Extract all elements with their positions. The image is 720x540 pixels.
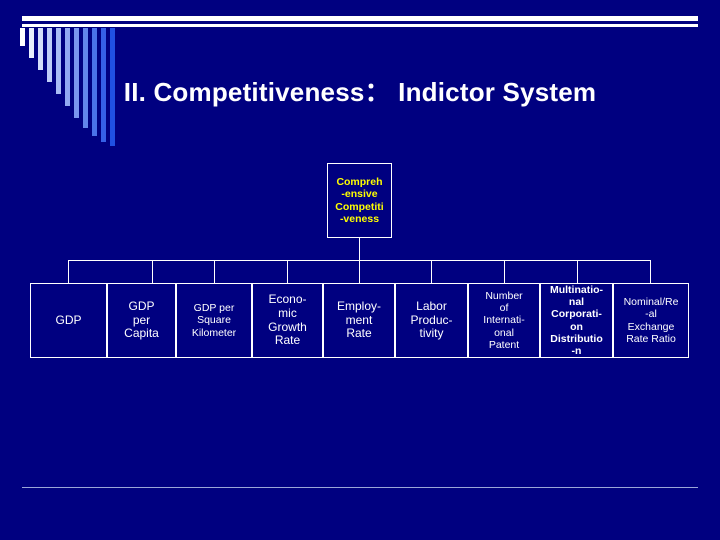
leaf-employment-line-1: Employ- [336,298,381,313]
leaf-mnc-line-1: Multinatio- [549,284,604,297]
connector-drop-gdp [68,260,69,283]
leaf-node-gdp-per-square-kilometer: GDP per Square Kilometer [176,283,252,358]
leaf-labor-line-2: Produc- [410,312,453,327]
leaf-node-nominal-real-exchange-rate-ratio: Nominal/Re -al Exchange Rate Ratio [613,283,689,358]
leaf-fx-line-2: -al [645,308,657,321]
header-rule-bottom [22,24,698,27]
connector-root-drop [359,238,360,260]
slide-title: II. Competitiveness： Indictor System [0,72,720,109]
leaf-mnc-line-5: Distributio [550,332,603,345]
leaf-node-economic-growth-rate: Econo- mic Growth Rate [252,283,323,358]
leaf-fx-line-4: Rate Ratio [626,332,676,345]
decorative-fan [20,28,130,146]
connector-drop-gdp-sqkm [214,260,215,283]
leaf-patent-line-3: Internati- [483,314,525,327]
leaf-node-gdp-per-capita: GDP per Capita [107,283,176,358]
footer-rule [22,487,698,488]
header-rule-top [22,16,698,21]
leaf-growth-line-3: Growth [268,319,307,334]
leaf-mnc-line-3: Corporati- [551,308,602,321]
leaf-patent-line-1: Number [485,290,523,303]
connector-drop-growth [287,260,288,283]
leaf-mnc-line-6: -n [571,344,582,357]
leaf-fx-line-3: Exchange [627,320,675,333]
root-line-4: -veness [339,212,380,225]
root-line-3: Competiti [335,200,384,213]
leaf-fx-line-1: Nominal/Re [623,296,679,309]
leaf-gdp-line-1: GDP [55,312,82,327]
leaf-gdp-sqkm-line-3: Kilometer [191,326,237,339]
leaf-gdp-sqkm-line-1: GDP per [193,302,235,315]
leaf-growth-line-2: mic [278,305,297,320]
leaf-labor-line-3: tivity [419,326,444,341]
slide-title-colon: ： [364,78,391,108]
leaf-node-employment-rate: Employ- ment Rate [323,283,395,358]
root-line-1: Compreh [336,176,383,189]
leaf-labor-line-1: Labor [416,298,447,313]
connector-drop-fx [650,260,651,283]
leaf-employment-line-2: ment [345,312,373,327]
connector-drop-mnc [577,260,578,283]
leaf-mnc-line-4: on [570,320,583,333]
leaf-node-multinational-corporation-distribution: Multinatio- nal Corporati- on Distributi… [540,283,613,358]
leaf-gdp-capita-line-3: Capita [124,326,159,341]
leaf-gdp-capita-line-2: per [132,312,151,327]
leaf-employment-line-3: Rate [346,326,372,341]
connector-drop-employment [359,260,360,283]
leaf-patent-line-4: onal [494,326,514,339]
slide-title-tail: Indictor System [398,77,597,107]
slide-title-main: II. Competitiveness [123,77,365,107]
leaf-gdp-capita-line-1: GDP [128,298,155,313]
leaf-growth-line-1: Econo- [268,291,307,306]
leaf-patent-line-2: of [499,302,509,315]
leaf-gdp-sqkm-line-2: Square [197,314,231,327]
connector-drop-labor [431,260,432,283]
leaf-node-number-of-international-patent: Number of Internati- onal Patent [468,283,540,358]
connector-drop-patent [504,260,505,283]
leaf-growth-line-4: Rate [274,333,301,348]
leaf-node-labor-productivity: Labor Produc- tivity [395,283,468,358]
leaf-mnc-line-2: nal [568,296,585,309]
root-line-2: -ensive [341,188,378,201]
connector-drop-gdp-capita [152,260,153,283]
root-node-comprehensive-competitiveness: Compreh -ensive Competiti -veness [327,163,392,238]
leaf-node-gdp: GDP [30,283,107,358]
leaf-patent-line-5: Patent [488,338,520,351]
